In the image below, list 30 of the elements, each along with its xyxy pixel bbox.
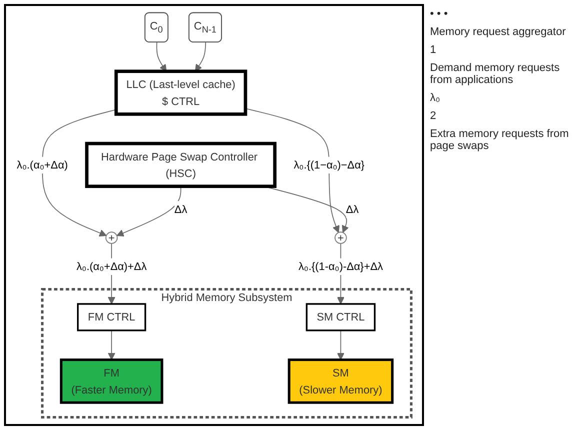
arrow xyxy=(42,109,117,236)
annotation-text: λ₀ xyxy=(430,92,440,104)
arrow xyxy=(116,186,182,236)
edge-label: λ₀.(α₀+Δα) xyxy=(16,158,68,172)
annotation-text: 2 xyxy=(430,110,436,122)
annotation-text: 1 xyxy=(430,44,436,56)
arrow xyxy=(108,330,116,360)
cluster xyxy=(41,288,412,419)
node-box xyxy=(306,303,376,332)
node-box xyxy=(85,142,276,188)
edge-label: λ₀.{(1-α₀)-Δα}+Δλ xyxy=(298,260,383,272)
edge-label: Δλ xyxy=(346,202,359,216)
edge-label: λ₀.(α₀+Δα)+Δλ xyxy=(76,260,147,272)
diagram: Hybrid Memory Subsystem λ₀.(α₀+Δα) λ₀.{(1−α₀)−Δα} Δλ Δλ λ₀.(α₀+Δα)+Δλ λ₀.{(1-α₀)-Δα}+Δλ C$_{0}$ C$_{N-1}$ LLC (Last-level cache) $ CTRL + Hardware Page Swap Controller (HSC) + FM CTRL FM (Faster Memory) SM CTRL SM (Slower Memory) xyxy=(6,6,422,424)
node-circle xyxy=(334,232,347,244)
annotation-text: Extra memory requests from page swaps xyxy=(430,128,569,152)
node-box xyxy=(288,358,394,404)
node-box xyxy=(60,358,164,404)
node-box xyxy=(77,303,146,332)
node-box xyxy=(114,70,248,116)
arrow xyxy=(156,42,167,72)
annotation-text: Demand memory requests from applications xyxy=(430,62,560,86)
edge-label: Δλ xyxy=(174,202,188,216)
arrow xyxy=(194,42,206,72)
arrow xyxy=(245,108,340,233)
node-circle xyxy=(105,232,118,244)
annotation-text: • • • xyxy=(430,8,448,20)
edge-label: λ₀.{(1−α₀)−Δα} xyxy=(294,158,365,172)
annotation-text: Memory request aggregator xyxy=(430,26,566,38)
arrow xyxy=(337,330,344,360)
